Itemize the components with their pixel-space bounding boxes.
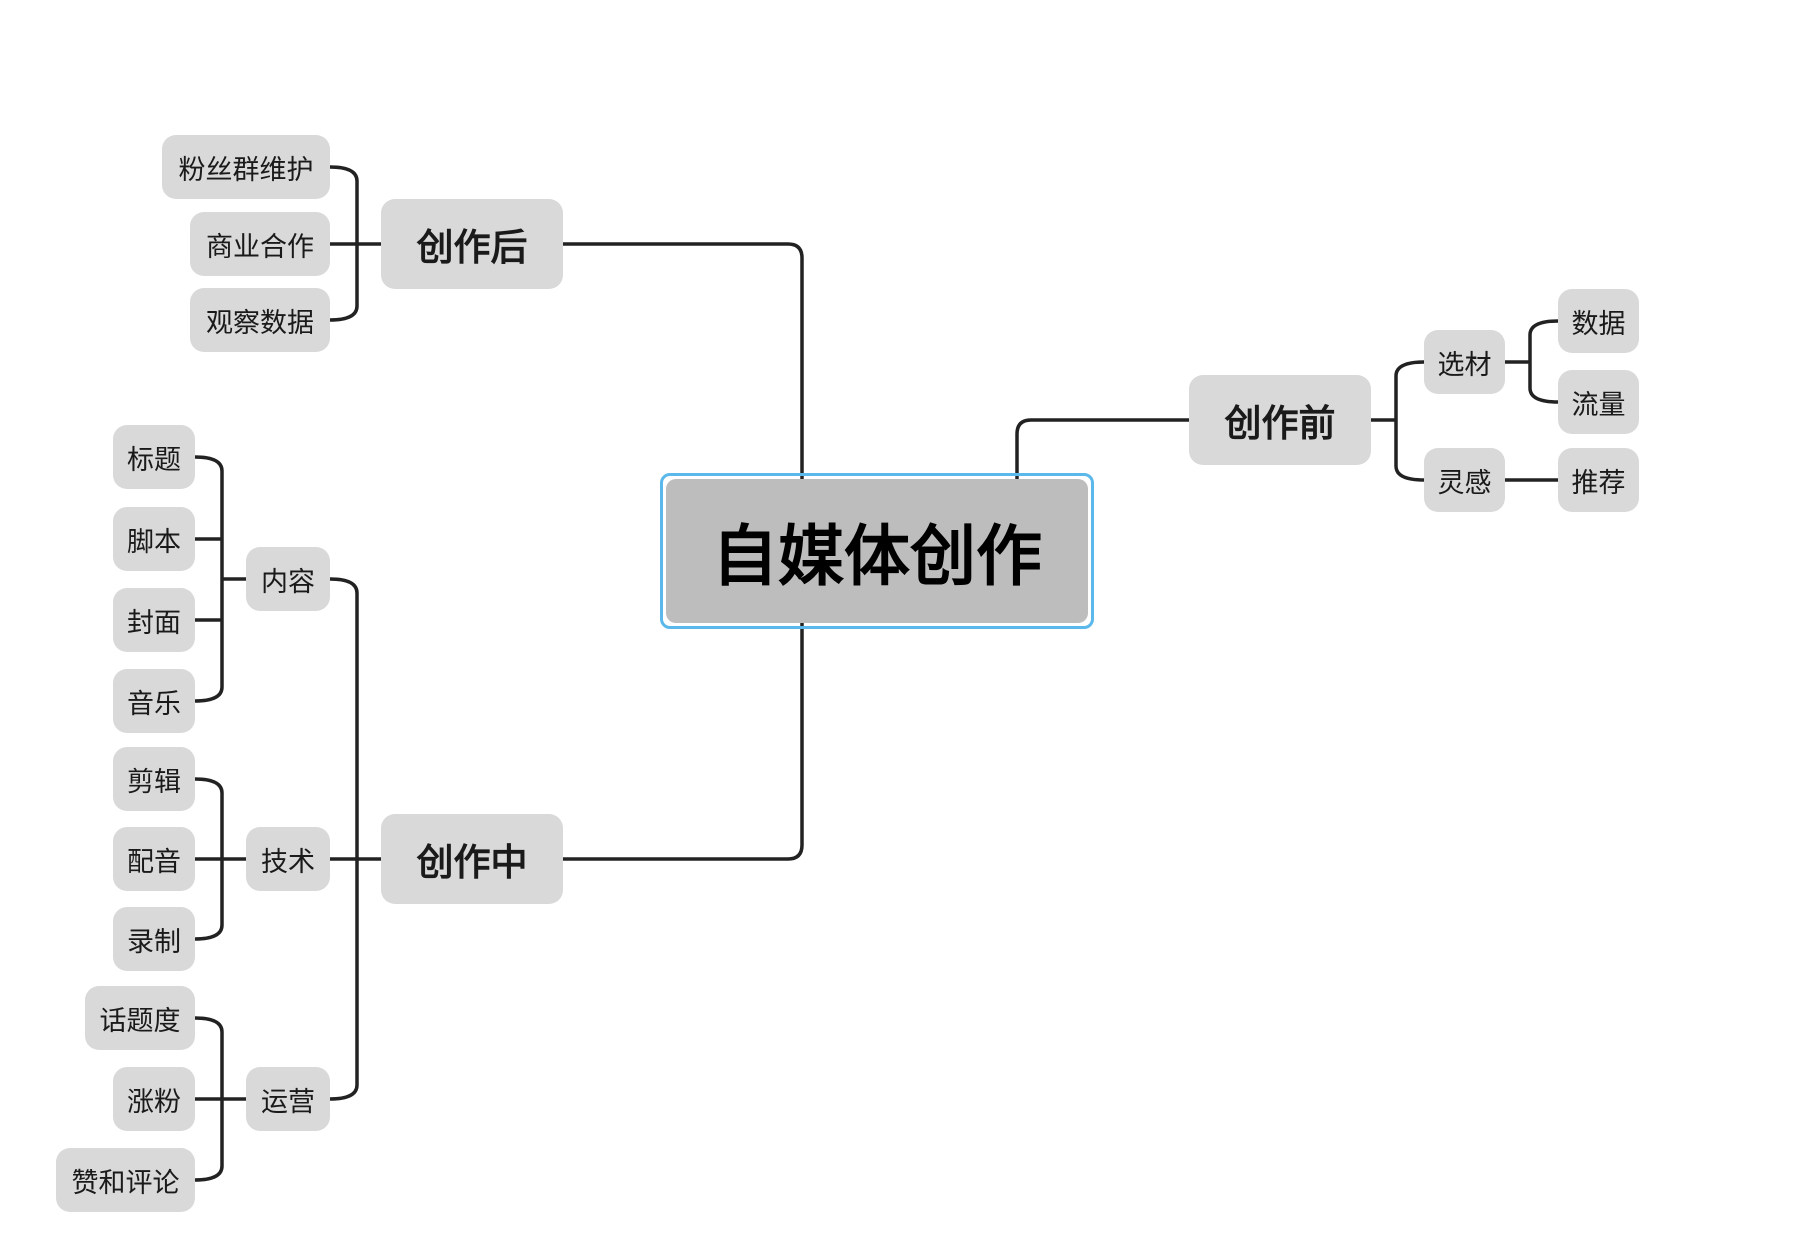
root-node[interactable]: 自媒体创作 — [666, 479, 1088, 623]
branch-before-node[interactable]: 创作前 — [1189, 375, 1371, 465]
link-tech-children — [193, 777, 248, 941]
leaf-likes-comments-node[interactable]: 赞和评论 — [56, 1148, 195, 1212]
link-material-children — [1503, 319, 1560, 404]
leaf-data-node[interactable]: 数据 — [1558, 289, 1639, 353]
leaf-followers-node[interactable]: 涨粉 — [113, 1067, 195, 1131]
leaf-recommend-node[interactable]: 推荐 — [1558, 448, 1639, 512]
sub-inspiration-node[interactable]: 灵感 — [1424, 448, 1505, 512]
link-content-children — [193, 455, 248, 703]
leaf-topic-node[interactable]: 话题度 — [85, 986, 195, 1050]
link-ops-children — [193, 1016, 248, 1182]
leaf-business-node[interactable]: 商业合作 — [190, 212, 330, 276]
sub-material-node[interactable]: 选材 — [1424, 330, 1505, 394]
leaf-cover-node[interactable]: 封面 — [113, 588, 195, 652]
leaf-editing-node[interactable]: 剪辑 — [113, 747, 195, 811]
root-selection-outline — [660, 473, 1094, 629]
leaf-traffic-node[interactable]: 流量 — [1558, 370, 1639, 434]
leaf-dubbing-node[interactable]: 配音 — [113, 827, 195, 891]
branch-during-node[interactable]: 创作中 — [381, 814, 563, 904]
link-during-children — [328, 577, 383, 1101]
sub-tech-node[interactable]: 技术 — [246, 827, 330, 891]
link-root-during — [561, 621, 804, 861]
branch-after-node[interactable]: 创作后 — [381, 199, 563, 289]
sub-content-node[interactable]: 内容 — [246, 547, 330, 611]
leaf-script-node[interactable]: 脚本 — [113, 507, 195, 571]
leaf-recording-node[interactable]: 录制 — [113, 907, 195, 971]
leaf-title-node[interactable]: 标题 — [113, 425, 195, 489]
link-before-children — [1369, 360, 1426, 482]
sub-operations-node[interactable]: 运营 — [246, 1067, 330, 1131]
leaf-fan-group-node[interactable]: 粉丝群维护 — [162, 135, 330, 199]
leaf-observe-data-node[interactable]: 观察数据 — [190, 288, 330, 352]
link-after-children — [328, 165, 383, 322]
link-root-after — [561, 242, 804, 481]
leaf-music-node[interactable]: 音乐 — [113, 669, 195, 733]
link-root-before — [1015, 418, 1191, 481]
